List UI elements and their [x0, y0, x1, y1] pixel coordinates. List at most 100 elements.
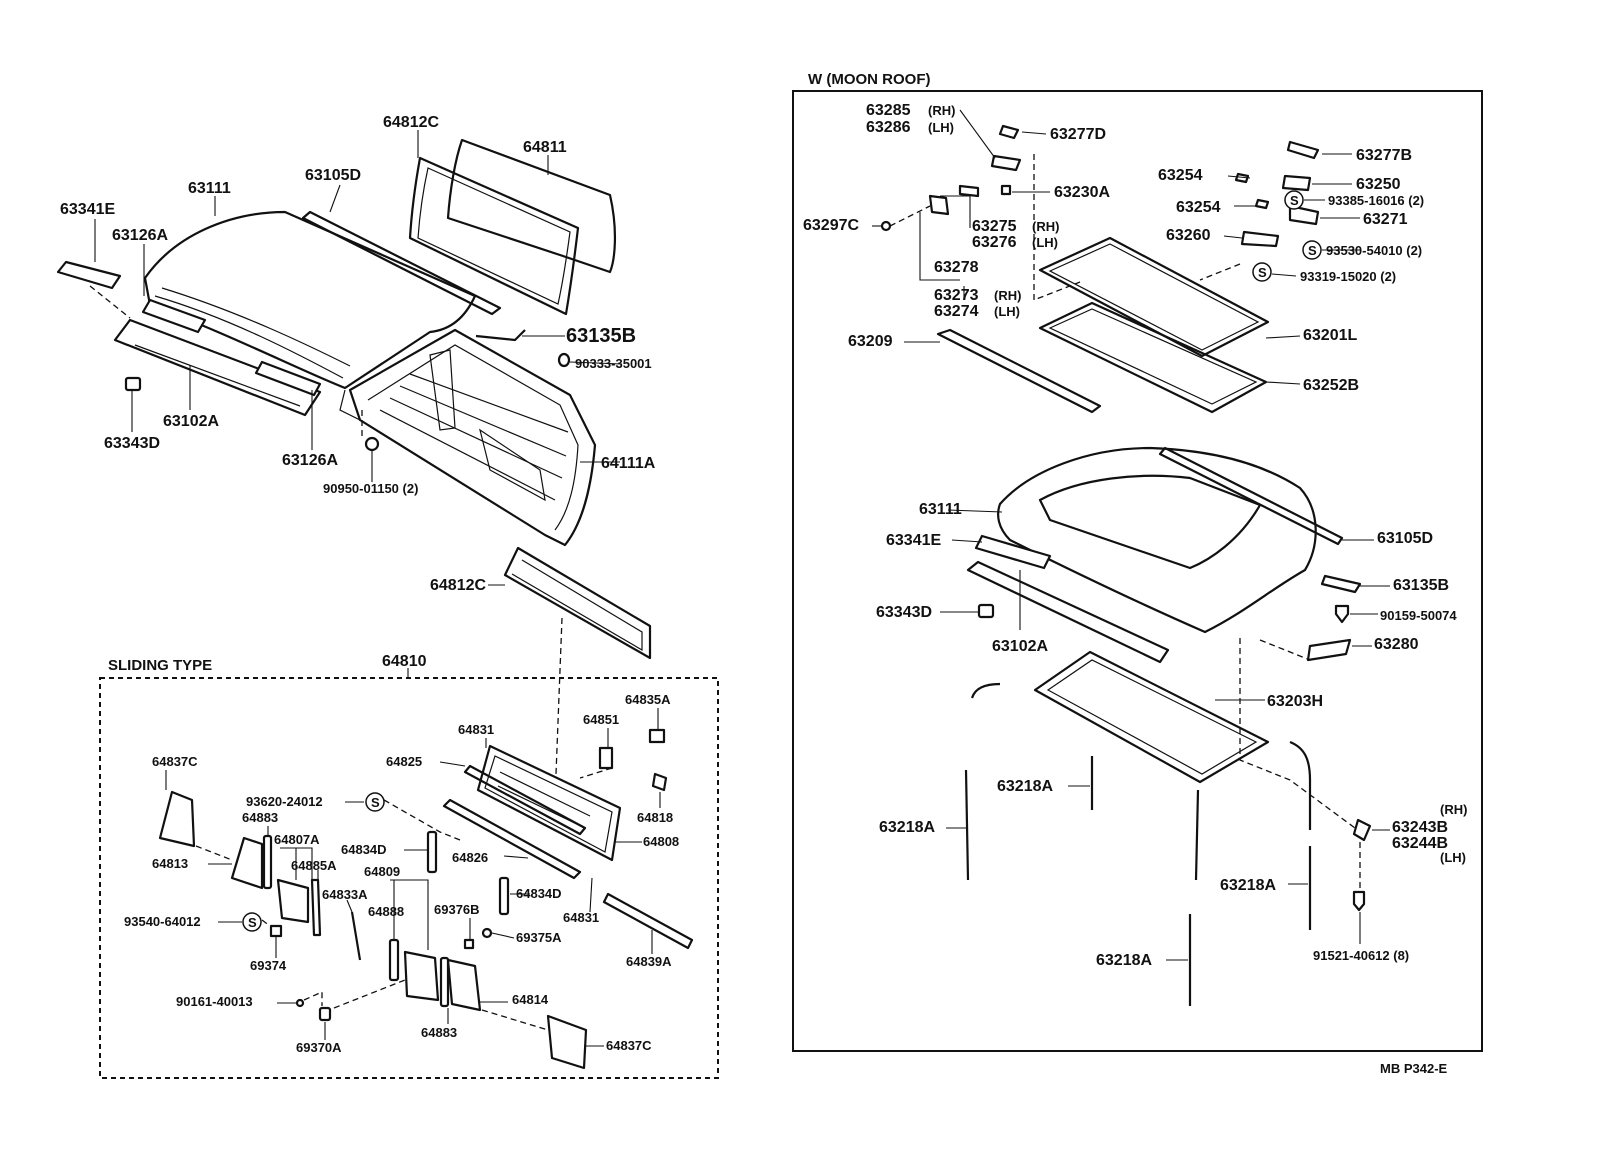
label-64111A: 64111A	[601, 455, 656, 472]
label-90333: 90333-35001	[575, 356, 652, 371]
label-63274: 63274	[934, 303, 979, 320]
pad-64835A	[648, 728, 666, 744]
label-63244B: 63244B	[1392, 835, 1448, 852]
label-64814: 64814	[512, 992, 549, 1007]
weatherstrip-64812C-middle	[503, 546, 652, 660]
label-64883-top: 64883	[242, 810, 278, 825]
label-64837C-top: 64837C	[152, 754, 198, 769]
label-64831-top: 64831	[458, 722, 494, 737]
s-mark-93540: S	[248, 915, 257, 930]
s-mark-93530: S	[1308, 243, 1317, 258]
s-mark-93319: S	[1258, 265, 1267, 280]
clip-69374	[269, 924, 283, 938]
label-63105D-moonroof: 63105D	[1377, 530, 1433, 547]
side-lh-63274: (LH)	[994, 304, 1020, 319]
clip-69376B	[463, 938, 475, 950]
label-64810: 64810	[382, 653, 427, 670]
label-64834D-bottom: 64834D	[516, 886, 562, 901]
label-63275: 63275	[972, 218, 1017, 235]
label-63209: 63209	[848, 333, 893, 350]
glass-64814	[403, 950, 440, 1002]
label-63102A: 63102A	[163, 413, 219, 430]
side-lh-63244B: (LH)	[1440, 850, 1466, 865]
screw-63297C	[880, 220, 892, 232]
part-63271	[1288, 204, 1320, 226]
diagram-code: MB P342-E	[1380, 1061, 1448, 1076]
label-90161: 90161-40013	[176, 994, 253, 1009]
side-rh-63243B: (RH)	[1440, 802, 1467, 817]
screw-90161	[295, 998, 305, 1008]
headliner-63102A	[113, 318, 322, 417]
label-63278: 63278	[934, 259, 979, 276]
label-63230A: 63230A	[1054, 184, 1110, 201]
label-64831-bottom: 64831	[563, 910, 599, 925]
part-63254-b	[1254, 198, 1270, 210]
pad-63341E-moonroof	[974, 534, 1052, 570]
label-63218A-3: 63218A	[1220, 877, 1276, 894]
screw-93385-mark	[1284, 190, 1304, 210]
clip-90950	[364, 436, 380, 452]
label-91521: 91521-40612 (8)	[1313, 948, 1409, 963]
label-63285: 63285	[866, 102, 911, 119]
screw-93530-mark	[1302, 240, 1322, 260]
s-mark-93385: S	[1290, 193, 1299, 208]
label-64826: 64826	[452, 850, 488, 865]
label-63111: 63111	[188, 180, 231, 197]
label-63341E: 63341E	[60, 201, 115, 218]
label-64825: 64825	[386, 754, 422, 769]
pad-63126A-bottom	[254, 360, 322, 397]
label-63271: 63271	[1363, 211, 1408, 228]
label-63280: 63280	[1374, 636, 1419, 653]
label-64807A: 64807A	[274, 832, 320, 847]
glass-64814-b	[446, 958, 482, 1012]
strip-64885A	[310, 878, 322, 937]
label-64808: 64808	[643, 834, 679, 849]
back-glass-64811	[446, 138, 617, 274]
label-63286: 63286	[866, 119, 911, 136]
label-69370A: 69370A	[296, 1040, 342, 1055]
moonroof-opening	[1038, 474, 1262, 570]
bracket-63280	[1306, 638, 1352, 662]
label-63341E-moonroof: 63341E	[886, 532, 941, 549]
trim-64839A	[602, 892, 694, 950]
strip-64834D-bottom	[498, 876, 510, 916]
label-63343D: 63343D	[104, 435, 160, 452]
label-63297C: 63297C	[803, 217, 859, 234]
sliding-type-section: SLIDING TYPE 64810	[99, 653, 719, 1079]
side-lh-63286: (LH)	[928, 120, 954, 135]
label-63102A-moonroof: 63102A	[992, 638, 1048, 655]
label-63105D: 63105D	[305, 167, 361, 184]
window-frame-64808	[476, 744, 622, 862]
label-93319: 93319-15020 (2)	[1300, 269, 1396, 284]
s-mark-93620: S	[371, 795, 380, 810]
label-63276: 63276	[972, 234, 1017, 251]
clip-64818	[651, 772, 668, 792]
label-64813: 64813	[152, 856, 188, 871]
strip-64833A	[350, 911, 362, 961]
part-63250	[1281, 174, 1312, 192]
glass-64837C-bottom	[546, 1014, 588, 1070]
label-63218A-4: 63218A	[1096, 952, 1152, 969]
screw-93540-mark	[242, 912, 262, 932]
strip-64883-bottom	[439, 956, 450, 1008]
clip-90333	[557, 352, 571, 368]
part-63260	[1240, 230, 1280, 248]
label-64839A: 64839A	[626, 954, 672, 969]
label-63135B: 63135B	[566, 325, 636, 347]
label-63343D-moonroof: 63343D	[876, 604, 932, 621]
label-90159: 90159-50074	[1380, 608, 1457, 623]
label-93620: 93620-24012	[246, 794, 323, 809]
label-64809: 64809	[364, 864, 400, 879]
label-63243B: 63243B	[1392, 819, 1448, 836]
left-roof-assembly: 63341E 63126A 63111 63105D 64812C 64811 …	[56, 114, 656, 547]
screw-93319-mark	[1252, 262, 1272, 282]
hose-63218A-1	[964, 682, 1001, 881]
glass-63201L	[1038, 236, 1270, 358]
panel-64807A	[276, 878, 310, 924]
label-64812C-middle: 64812C	[430, 577, 486, 594]
rail-64825	[463, 764, 587, 836]
label-63111-moonroof: 63111	[919, 501, 962, 518]
screw-93620-mark	[365, 792, 385, 812]
clip-63343D	[124, 376, 142, 392]
side-lh-63276: (LH)	[1032, 235, 1058, 250]
